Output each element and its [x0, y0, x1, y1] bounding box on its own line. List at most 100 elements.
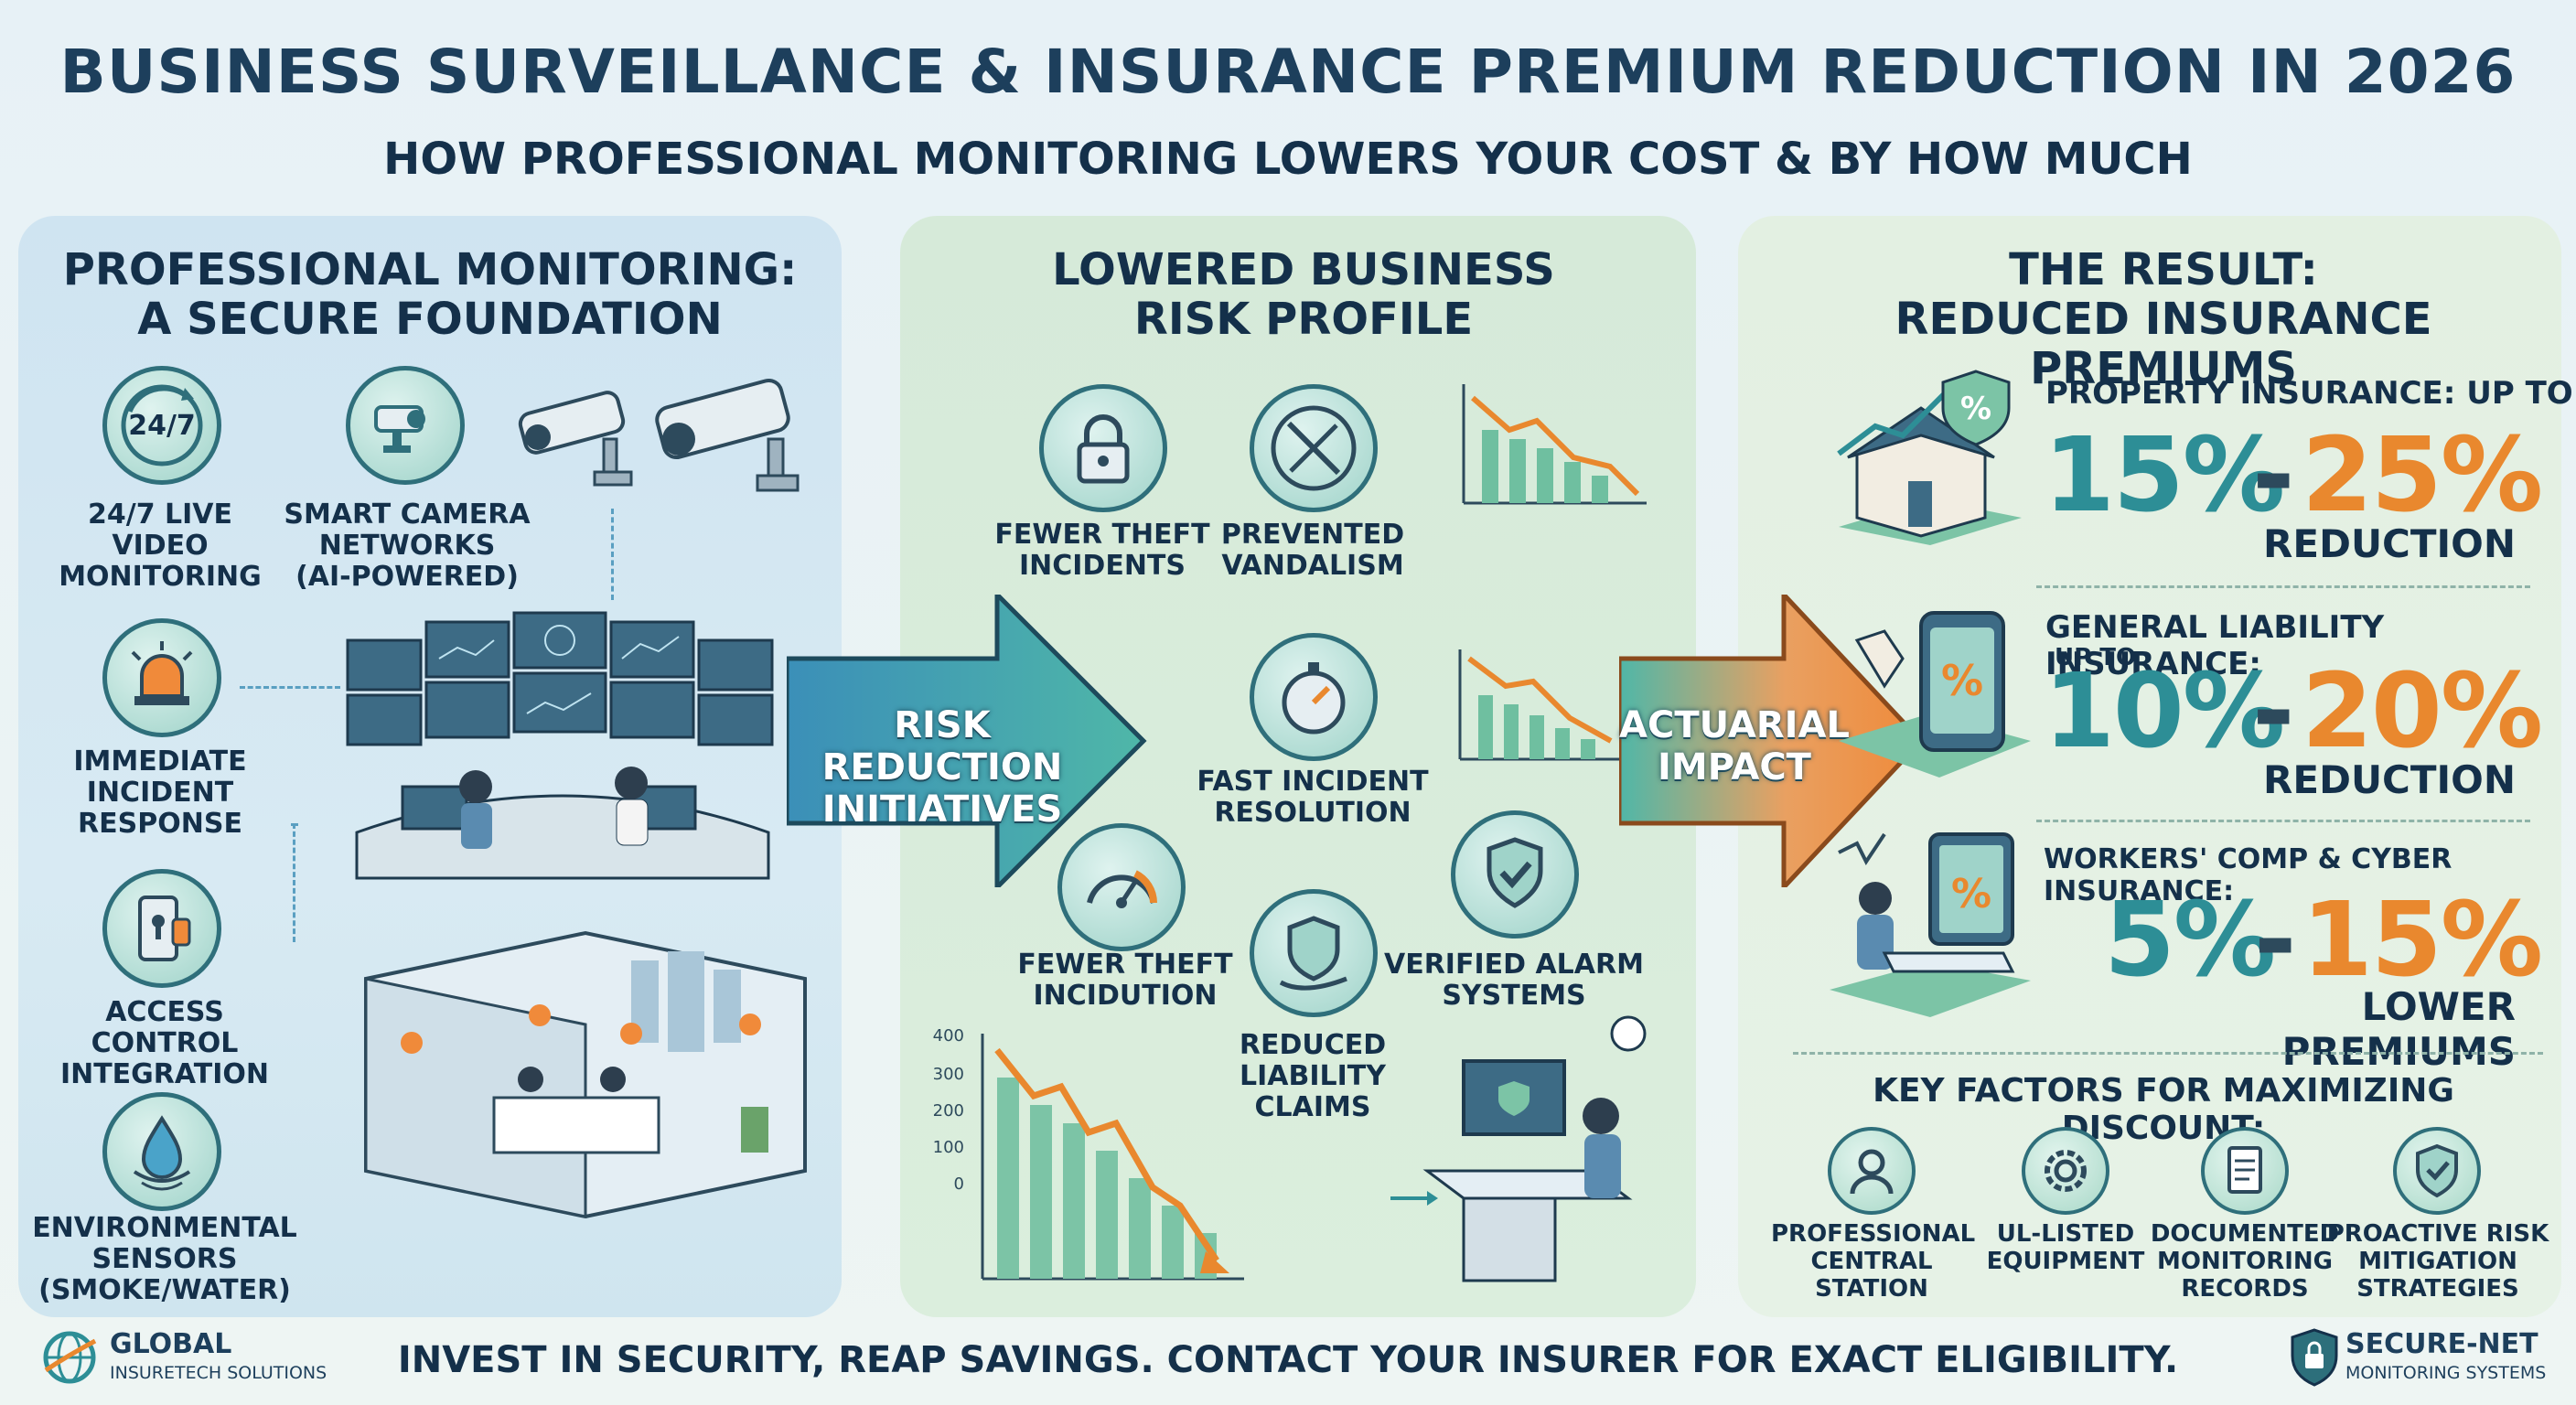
incident-response-line2: INCIDENT	[86, 777, 234, 809]
reduced-liability-line1: REDUCED	[1239, 1029, 1387, 1061]
factor-central-line2: CENTRAL	[1810, 1248, 1933, 1275]
verified-alarm-label: VERIFIED ALARM SYSTEMS	[1372, 949, 1656, 1012]
liability-insurance-heading: GENERAL LIABILITY INSURANCE:	[2045, 609, 2385, 682]
chart-tick-label: 300	[933, 1065, 964, 1084]
workers-premium-note: LOWER PREMIUMS	[2281, 984, 2516, 1074]
document-icon	[2201, 1127, 2289, 1215]
factor-ul-line2: EQUIPMENT	[1986, 1248, 2145, 1275]
result-title: THE RESULT: REDUCED INSURANCE PREMIUMS	[1766, 245, 2561, 393]
environmental-line3: (SMOKE/WATER)	[38, 1274, 291, 1306]
office-illustration	[364, 930, 807, 1219]
risk-reduction-arrow	[787, 595, 1147, 887]
incident-response-label: IMMEDIATE INCIDENT RESPONSE	[37, 746, 284, 840]
connector-line	[611, 509, 614, 600]
risk-title: LOWERED BUSINESS RISK PROFILE	[915, 245, 1692, 344]
environmental-sensors-label: ENVIRONMENTAL SENSORS (SMOKE/WATER)	[27, 1213, 302, 1306]
right-logo-tagline: MONITORING SYSTEMS	[2345, 1363, 2547, 1383]
workers-high-pct: 15%	[2302, 881, 2543, 1000]
result-title-line2: REDUCED INSURANCE PREMIUMS	[1894, 294, 2432, 394]
monitoring-title-line1: PROFESSIONAL MONITORING:	[62, 244, 798, 295]
actuarial-impact-arrow	[1619, 595, 1925, 887]
factor-proactive-line2: MITIGATION	[2358, 1248, 2517, 1275]
declining-trend-chart-icon	[1458, 649, 1625, 761]
factor-proactive-line1: PROACTIVE RISK	[2326, 1220, 2549, 1248]
access-control-label: ACCESS CONTROL INTEGRATION	[27, 997, 302, 1090]
property-reduction-note: REDUCTION	[2263, 521, 2516, 566]
liability-low-pct: 10%	[2044, 652, 2285, 771]
fewer-theft-2-label: FEWER THEFT INCIDUTION	[997, 949, 1253, 1012]
incident-response-line1: IMMEDIATE	[73, 745, 247, 778]
alarm-light-icon	[102, 618, 221, 737]
risk-title-line2: RISK PROFILE	[1133, 294, 1474, 345]
factor-central-line1: PROFESSIONAL	[1771, 1220, 1976, 1248]
phone-percent-illustration: %	[1839, 611, 2031, 778]
left-logo-name: GLOBAL	[110, 1328, 232, 1360]
cctv-cameras-illustration	[518, 378, 800, 492]
chart-tick-label: 0	[954, 1174, 964, 1194]
risk-arrow-line1: RISK REDUCTION	[821, 704, 1063, 788]
factor-records-line3: RECORDS	[2181, 1275, 2309, 1303]
monitoring-title: PROFESSIONAL MONITORING: A SECURE FOUNDA…	[37, 245, 823, 344]
access-control-line1: ACCESS CONTROL	[91, 996, 239, 1059]
actuarial-line2: IMPACT	[1658, 746, 1811, 788]
factor-records-line1: DOCUMENTED	[2150, 1220, 2340, 1248]
declining-bar-chart: 400 300 200 100 0	[933, 1026, 1244, 1281]
access-control-line2: INTEGRATION	[59, 1058, 270, 1090]
chart-tick-label: 100	[933, 1138, 964, 1157]
gauge-icon	[1057, 823, 1186, 951]
live-video-line2: MONITORING	[59, 561, 262, 593]
monitoring-desk-illustration	[1390, 1015, 1647, 1282]
house-shield-illustration: %	[1837, 370, 2022, 545]
person-icon	[1828, 1127, 1916, 1215]
clock-24-7-icon: 24/7	[102, 366, 221, 485]
shield-check-icon	[1451, 810, 1579, 938]
factor-ul-listed-label: UL-LISTED EQUIPMENT	[1965, 1220, 2166, 1275]
stopwatch-icon	[1250, 633, 1378, 761]
smart-camera-line1: SMART CAMERA	[284, 499, 531, 531]
range-dash: -	[2252, 652, 2295, 771]
padlock-icon	[1039, 384, 1167, 512]
camera-icon	[346, 366, 465, 485]
liability-reduction-note: REDUCTION	[2263, 757, 2516, 802]
fast-resolution-line1: FAST INCIDENT	[1197, 766, 1429, 798]
fewer-theft-2-line2: INCIDUTION	[1033, 980, 1218, 1012]
connector-line	[293, 823, 295, 942]
factor-central-line3: STATION	[1815, 1275, 1928, 1303]
factor-central-station-label: PROFESSIONAL CENTRAL STATION	[1771, 1220, 1976, 1303]
divider	[2036, 585, 2530, 588]
fast-resolution-label: FAST INCIDENT RESOLUTION	[1180, 767, 1445, 829]
smart-camera-line3: (AI-POWERED)	[295, 561, 519, 593]
connector-line	[240, 686, 340, 689]
fewer-theft-2-line1: FEWER THEFT	[1017, 949, 1233, 981]
result-title-line1: THE RESULT:	[2009, 244, 2318, 295]
property-insurance-heading: PROPERTY INSURANCE: UP TO	[2045, 375, 2573, 412]
worker-desk-illustration: %	[1830, 832, 2031, 1017]
workers-low-pct: 5%	[2104, 881, 2276, 1000]
liability-high-pct: 20%	[2302, 652, 2543, 771]
verified-alarm-line1: VERIFIED ALARM	[1384, 949, 1644, 981]
actuarial-line1: ACTUARIAL	[1619, 704, 1850, 746]
left-logo-tagline: INSURETECH SOLUTIONS	[110, 1363, 327, 1383]
risk-reduction-arrow-label: RISK REDUCTION INITIATIVES	[778, 704, 1107, 831]
range-dash: -	[2254, 881, 2297, 1000]
risk-arrow-line2: INITIATIVES	[821, 788, 1063, 831]
reduced-liability-line3: CLAIMS	[1254, 1091, 1371, 1123]
right-logo-name: SECURE-NET	[2345, 1328, 2538, 1360]
vandalism-line1: PREVENTED	[1220, 519, 1405, 551]
reduced-liability-label: REDUCED LIABILITY CLAIMS	[1189, 1030, 1436, 1123]
factor-records-label: DOCUMENTED MONITORING RECORDS	[2144, 1220, 2345, 1303]
factor-records-line2: MONITORING	[2156, 1248, 2334, 1275]
shield-hand-icon	[1250, 889, 1378, 1017]
fewer-theft-line1: FEWER THEFT	[994, 519, 1210, 551]
monitoring-title-line2: A SECURE FOUNDATION	[137, 294, 723, 345]
reduced-liability-line2: LIABILITY	[1240, 1060, 1386, 1092]
svg-text:%: %	[1960, 391, 1991, 427]
shield-lock-icon	[2291, 1328, 2338, 1387]
globe-icon	[43, 1331, 97, 1384]
no-tools-icon	[1250, 384, 1378, 512]
environmental-line2: SENSORS	[91, 1243, 238, 1275]
live-video-label: 24/7 LIVE VIDEO MONITORING	[37, 499, 284, 593]
workers-insurance-heading: WORKERS' COMP & CYBER INSURANCE:	[2044, 843, 2453, 907]
liability-up-to: UP TO	[2055, 644, 2137, 671]
chart-tick-label: 400	[933, 1026, 964, 1046]
